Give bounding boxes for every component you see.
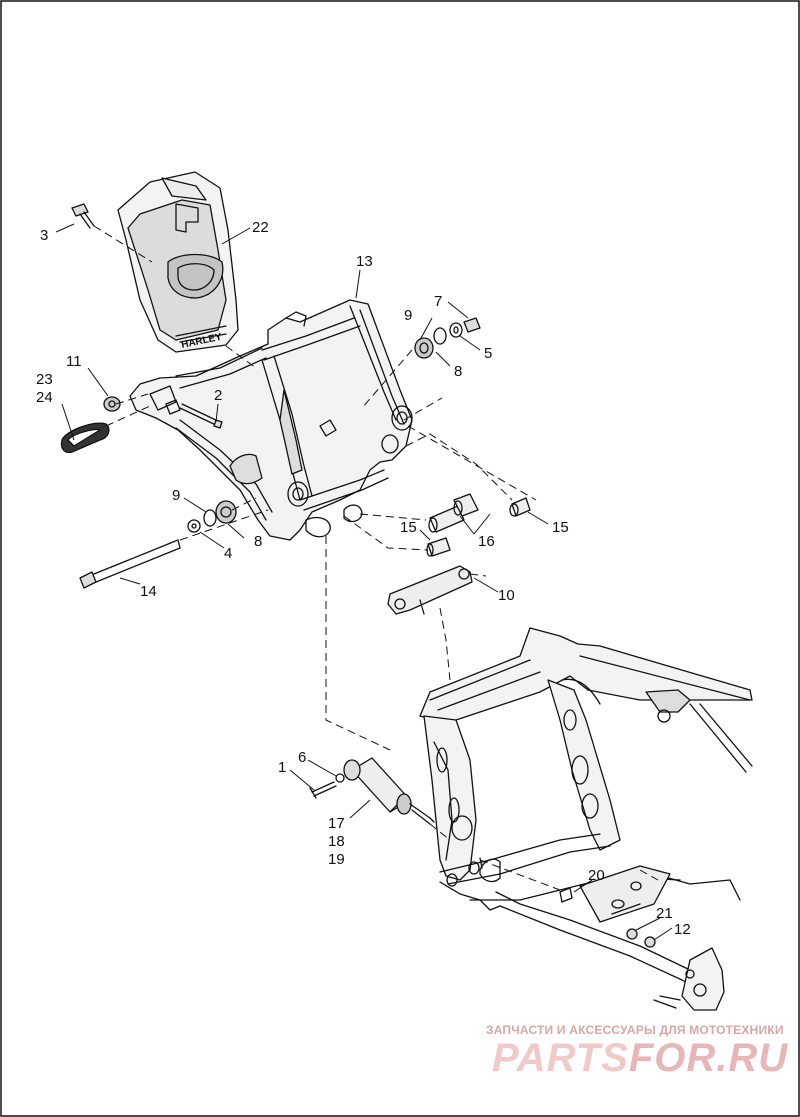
callout-13: 13: [356, 253, 373, 270]
callout-18: 18: [328, 833, 345, 850]
callout-14: 14: [140, 583, 157, 600]
part-3-bolt: [71, 203, 95, 229]
callout-labels: 3 22 13 7 9 5 8 11 23 24 2 9 8 4 14 15 1…: [36, 219, 691, 938]
callout-24: 24: [36, 389, 53, 406]
watermark-logo: PARTSFOR.RU: [492, 1036, 788, 1081]
part-10-bracket: [387, 565, 473, 615]
callout-15-left: 15: [400, 519, 417, 536]
part-14-pivot-bolt: [79, 539, 181, 589]
part-22-cover: HARLEY: [117, 171, 239, 353]
part-15-16-bushings: [426, 493, 531, 557]
callout-20: 20: [588, 867, 605, 884]
callout-17: 17: [328, 815, 345, 832]
part-17-shock: [343, 757, 435, 825]
callout-9-upper: 9: [404, 307, 412, 324]
callout-3: 3: [40, 227, 48, 244]
callout-9-lower: 9: [172, 487, 180, 504]
callout-23: 23: [36, 371, 53, 388]
callout-15-right: 15: [552, 519, 569, 536]
part-13-swingarm: [129, 299, 413, 541]
callout-8-lower: 8: [254, 533, 262, 550]
upper-bearing-stack: [414, 317, 481, 359]
motorcycle-frame: [419, 627, 753, 1011]
callout-2: 2: [214, 387, 222, 404]
callout-1: 1: [278, 759, 286, 776]
callout-11: 11: [66, 353, 82, 370]
callout-4: 4: [224, 545, 232, 562]
lower-bearing-stack: [187, 500, 237, 533]
callout-7: 7: [434, 293, 442, 310]
callout-8-upper: 8: [454, 363, 462, 380]
part-24-band: [60, 422, 110, 454]
callout-22: 22: [252, 219, 269, 236]
part-11-nut: [103, 396, 121, 412]
callout-19: 19: [328, 851, 345, 868]
watermark-logo-part-a: PARTS: [492, 1036, 629, 1080]
part-1-bolt: [309, 773, 345, 799]
leader-lines: [55, 223, 673, 941]
callout-12: 12: [674, 921, 691, 938]
watermark-logo-part-b: FOR.RU: [628, 1036, 789, 1080]
callout-21: 21: [656, 905, 673, 922]
assembly-lines: [93, 225, 659, 891]
part-2-bolt: [179, 403, 223, 429]
callout-6: 6: [298, 749, 306, 766]
watermark-tagline: ЗАПЧАСТИ И АКСЕССУАРЫ ДЛЯ МОТОТЕХНИКИ: [486, 1023, 784, 1037]
callout-16: 16: [478, 533, 495, 550]
callout-5: 5: [484, 345, 492, 362]
callout-10: 10: [498, 587, 515, 604]
